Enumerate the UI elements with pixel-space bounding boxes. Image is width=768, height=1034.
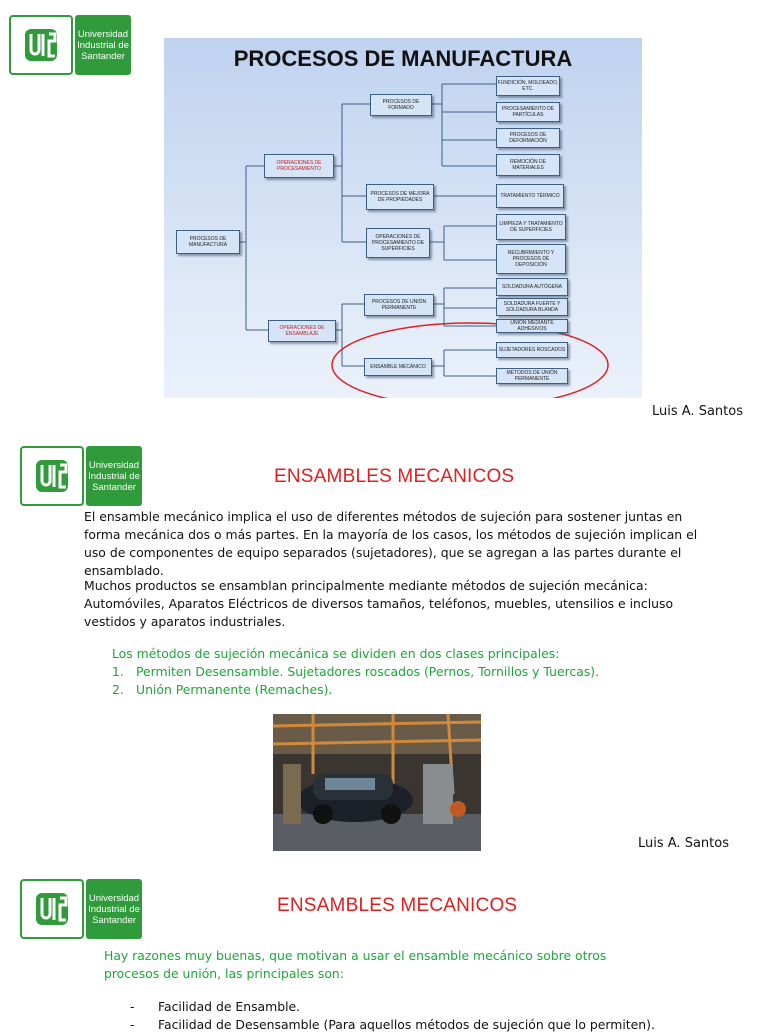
box-material-removal: REMOCIÓN DE MATERIALES [496,154,560,176]
paragraph-2: Muchos productos se ensamblan principalm… [84,578,674,629]
highlight-ellipse [331,322,609,398]
author-label: Luis A. Santos [638,836,729,851]
fastening-classes-list: 1.Permiten Desensamble. Sujetadores rosc… [112,663,732,699]
box-processing-operations: OPERACIONES DE PROCESAMIENTO [264,154,334,178]
list-item: 1.Permiten Desensamble. Sujetadores rosc… [112,664,600,679]
paragraph-3: Los métodos de sujeción mecánica se divi… [112,646,560,661]
list-item: 2.Unión Permanente (Remaches). [112,682,333,697]
box-casting: FUNDICIÓN, MOLDEADO, ETC. [496,76,560,96]
box-cleaning: LIMPIEZA Y TRATAMIENTO DE SUPERFICIES [496,214,566,240]
box-property-enhancement: PROCESOS DE MEJORA DE PROPIEDADES [366,184,434,210]
list-item: -Facilidad de Desensamble (Para aquellos… [130,1017,655,1032]
uis-emblem-icon [20,879,84,939]
box-mechanical-assembly: ENSAMBLE MECÁNICO [364,358,432,376]
box-adhesives: UNIÓN MEDIANTE ADHESIVOS [496,319,568,333]
box-particle-processing: PROCESAMIENTO DE PARTÍCULAS [496,102,560,122]
box-forming: PROCESOS DE FORMADO [370,94,432,116]
diagram-title: PROCESOS DE MANUFACTURA [233,46,573,71]
reasons-list: -Facilidad de Ensamble. -Facilidad de De… [130,998,730,1034]
box-brazing: SOLDADURA FUERTE Y SOLDADURA BLANDA [496,298,568,316]
box-root: PROCESOS DE MANUFACTURA [176,230,240,254]
box-assembly-operations: OPERACIONES DE ENSAMBLAJE [268,320,336,342]
uis-emblem-icon [20,446,84,506]
box-coating: RECUBRIMIENTO Y PROCESOS DE DEPOSICIÓN [496,244,566,274]
box-permanent-methods: MÉTODOS DE UNIÓN PERMANENTE [496,368,568,384]
uis-emblem-icon [9,15,73,75]
car-assembly-line-photo [273,714,481,851]
box-permanent-joining: PROCESOS DE UNIÓN PERMANENTE [364,294,434,316]
diagram-connectors [240,83,609,398]
slide-title: ENSAMBLES MECANICOS [277,895,518,916]
box-fusion-welding: SOLDADURA AUTÓGENA [496,278,568,296]
box-deformation: PROCESOS DE DEFORMACIÓN [496,128,560,148]
box-threaded-fasteners: SUJETADORES ROSCADOS [496,342,568,358]
list-item: -Facilidad de Ensamble. [130,999,301,1014]
manufacturing-process-diagram: PROCESOS DE MANUFACTURA [164,38,642,398]
box-heat-treatment: TRATAMIENTO TÉRMICO [496,184,564,208]
box-surface-processing: OPERACIONES DE PROCESAMIENTO DE SUPERFIC… [366,228,430,258]
paragraph-1: Hay razones muy buenas, que motivan a us… [104,948,607,981]
slide-title: ENSAMBLES MECANICOS [274,466,515,487]
author-label: Luis A. Santos [652,404,743,419]
paragraph-1: El ensamble mecánico implica el uso de d… [84,509,698,578]
